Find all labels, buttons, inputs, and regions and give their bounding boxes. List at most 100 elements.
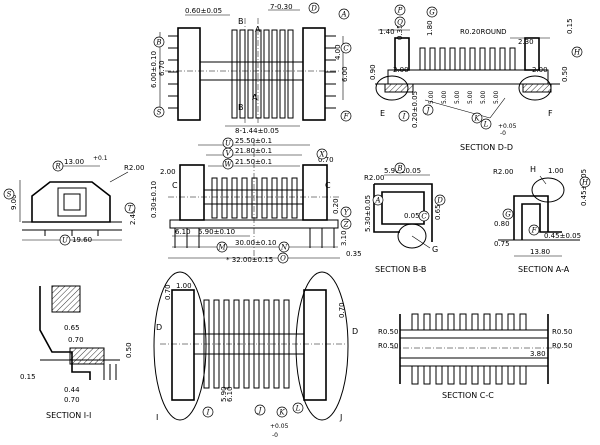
svg-text:I: I xyxy=(402,113,406,121)
dim-cc-r4: R0.50 xyxy=(552,342,572,350)
dim-aa-top: 1.00 xyxy=(548,167,564,175)
dim-bb-right-v: 0.65 xyxy=(434,204,442,220)
dim-front-side-v: 0.30±0.10 xyxy=(150,181,158,218)
section-ii-title: SECTION I-I xyxy=(46,411,91,420)
svg-text:K: K xyxy=(473,115,480,123)
svg-text:5.00: 5.00 xyxy=(493,90,500,104)
bottom-view: D D I J 1.00 0.70 0.70 6.10 5.90 +0.05 -… xyxy=(153,271,358,439)
top-view-bubbles: A D B S F C xyxy=(153,2,352,122)
section-aa-title: SECTION A-A xyxy=(518,265,570,274)
dim-aa-right: 0.45±0.05 xyxy=(580,169,588,206)
front-view: C C 25.50±0.1 21.80±0.1 21.50±0.1 2.00 0… xyxy=(150,137,362,264)
dim-bv-pin2: 5.90 xyxy=(220,386,228,402)
dim-dd-tol-plus: +0.05 xyxy=(498,123,517,130)
svg-text:F: F xyxy=(531,227,538,235)
section-aa-bubbles: H F G xyxy=(502,176,591,236)
svg-text:A: A xyxy=(374,197,380,205)
dim-bv-tol-minus: -0 xyxy=(272,432,278,439)
dim-ii-1: 0.65 xyxy=(64,324,80,332)
section-ii: 0.65 0.70 0.50 0.15 0.44 0.70 SECTION I-… xyxy=(20,285,133,420)
dim-dd-tol-minus: -0 xyxy=(500,130,506,137)
dim-front-bot-pitch: 5.90±0.10 xyxy=(198,228,235,236)
svg-text:I: I xyxy=(206,409,210,417)
svg-text:5.00: 5.00 xyxy=(467,90,474,104)
front-view-bubbles: U V W X Y Z M N O xyxy=(216,137,352,264)
svg-text:J: J xyxy=(257,407,263,415)
dim-bb-r: R2.00 xyxy=(364,174,384,182)
section-bb-title: SECTION B-B xyxy=(375,265,426,274)
dim-bv-right: 0.70 xyxy=(338,302,346,318)
dim-dd-4: 2.30 xyxy=(518,38,534,46)
svg-text:X: X xyxy=(319,151,326,159)
dim-ii-left: 0.15 xyxy=(20,373,36,381)
dim-bv-top: 1.00 xyxy=(176,282,192,290)
dim-top-left: 0.60±0.05 xyxy=(185,7,222,15)
dim-bv-tol-plus: +0.05 xyxy=(270,423,289,430)
dim-left-side: 6.00±0.10 xyxy=(150,51,158,88)
svg-text:C: C xyxy=(421,213,427,221)
dim-front-bot-l: 6.10 xyxy=(175,228,191,236)
section-dd-bubbles: P Q G H I J K L xyxy=(394,4,583,130)
section-dd-pitch-labels: 5.00 5.00 5.00 5.00 5.00 5.00 xyxy=(428,90,500,104)
svg-text:A: A xyxy=(340,11,346,19)
svg-text:J: J xyxy=(425,107,431,115)
dim-side-r: R2.00 xyxy=(124,164,144,172)
svg-text:G: G xyxy=(429,9,435,17)
dim-aa-r: R2.00 xyxy=(493,168,513,176)
svg-text:F: F xyxy=(343,113,350,121)
svg-text:5.00: 5.00 xyxy=(454,90,461,104)
svg-text:R: R xyxy=(54,163,61,171)
dim-side-bottom: 19.60 xyxy=(72,236,92,244)
marker-i-left: I xyxy=(156,413,158,422)
svg-text:T: T xyxy=(128,205,134,213)
section-bb-bubbles: A B C D xyxy=(372,162,446,222)
front-view-fins xyxy=(211,177,298,219)
dim-front-overall: 30.00±0.10 xyxy=(235,239,277,247)
section-dd: E F 1.40 0.35 1.80 R0.20ROUND 2.30 0.15 … xyxy=(369,4,583,152)
dim-front-w1: 25.50±0.1 xyxy=(235,137,272,145)
svg-text:K: K xyxy=(278,409,285,417)
dim-ii-right: 0.50 xyxy=(125,342,133,358)
svg-text:Q: Q xyxy=(397,19,403,27)
section-a-bottom-label: A xyxy=(252,93,258,102)
dim-bb-left: 5.30±0.05 xyxy=(364,195,372,232)
dim-right-side: 4.00 xyxy=(334,44,342,60)
svg-text:S: S xyxy=(157,109,162,117)
dim-bottom: 8-1.44±0.05 xyxy=(235,127,279,135)
section-a-top-label: A xyxy=(255,25,261,34)
svg-text:H: H xyxy=(573,49,581,57)
svg-text:B: B xyxy=(396,165,402,173)
dim-side-top: 13.00 xyxy=(64,158,84,166)
svg-text:W: W xyxy=(224,161,232,169)
section-c-left-label: C xyxy=(172,181,178,190)
section-dd-title: SECTION D-D xyxy=(460,143,513,152)
dim-aa-overall: 13.80 xyxy=(530,248,550,256)
dim-dd-right-h: 0.50 xyxy=(561,66,569,82)
section-cc: R0.50 R0.50 R0.50 R0.50 3.80 SECTION C-C xyxy=(378,313,572,400)
section-c-right-label: C xyxy=(325,181,331,190)
side-view-bubbles: R S T U xyxy=(3,160,136,246)
svg-text:O: O xyxy=(280,255,286,263)
dim-dd-left-h: 0.90 xyxy=(369,64,377,80)
svg-text:5.00: 5.00 xyxy=(441,90,448,104)
dim-dd-right-w: 2.00 xyxy=(532,66,548,74)
svg-text:B: B xyxy=(155,39,161,47)
dim-cc-r3: R0.50 xyxy=(552,328,572,336)
svg-text:U: U xyxy=(62,237,69,245)
dim-front-w2: 21.80±0.1 xyxy=(235,147,272,155)
section-dd-fins xyxy=(419,47,516,71)
callout-g: G xyxy=(432,245,438,254)
dim-bv-pin1: 6.10 xyxy=(226,386,234,402)
section-aa: H R2.00 1.00 0.45±0.05 0.80 0.75 0.45±0.… xyxy=(493,165,591,274)
dim-front-pin-tip: 0.35 xyxy=(346,250,362,258)
dim-aa-bot: 0.45±0.05 xyxy=(544,232,581,240)
svg-text:D: D xyxy=(436,197,443,205)
top-view-right-pins xyxy=(325,35,336,109)
marker-d-left: D xyxy=(156,323,162,332)
bottom-view-bubbles: I J K L xyxy=(202,402,304,418)
svg-text:H: H xyxy=(581,179,589,187)
section-cc-title: SECTION C-C xyxy=(442,391,494,400)
dim-cc-r2: R0.50 xyxy=(378,342,398,350)
